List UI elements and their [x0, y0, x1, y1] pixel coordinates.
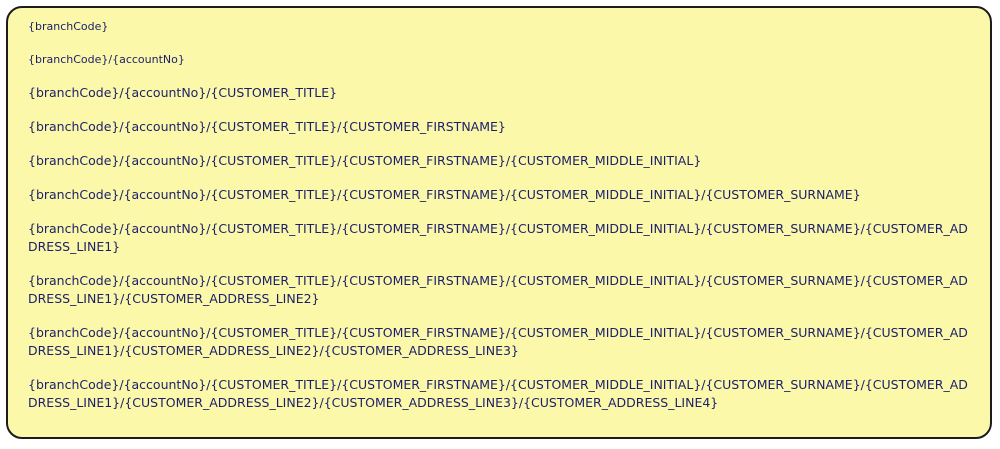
- path-line-10: {branchCode}/{accountNo}/{CUSTOMER_TITLE…: [28, 377, 968, 410]
- path-line-1: {branchCode}: [28, 20, 109, 33]
- path-line-9: {branchCode}/{accountNo}/{CUSTOMER_TITLE…: [28, 325, 968, 358]
- path-line-7: {branchCode}/{accountNo}/{CUSTOMER_TITLE…: [28, 221, 968, 254]
- path-line-2: {branchCode}/{accountNo}: [28, 53, 185, 66]
- path-line-3: {branchCode}/{accountNo}/{CUSTOMER_TITLE…: [28, 85, 338, 100]
- note-box: {branchCode} {branchCode}/{accountNo} {b…: [6, 6, 992, 439]
- path-line-5: {branchCode}/{accountNo}/{CUSTOMER_TITLE…: [28, 153, 702, 168]
- path-line-6: {branchCode}/{accountNo}/{CUSTOMER_TITLE…: [28, 187, 861, 202]
- path-line-8: {branchCode}/{accountNo}/{CUSTOMER_TITLE…: [28, 273, 968, 306]
- path-line-4: {branchCode}/{accountNo}/{CUSTOMER_TITLE…: [28, 119, 506, 134]
